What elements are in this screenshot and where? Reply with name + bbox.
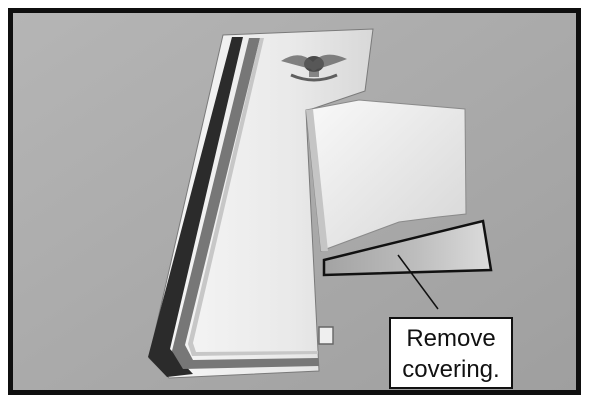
- callout-box: Remove covering.: [389, 317, 513, 389]
- callout-line-2: covering.: [391, 354, 511, 385]
- callout-line-1: Remove: [391, 323, 511, 354]
- hinge-tab: [319, 327, 333, 344]
- figure-frame: Remove covering.: [8, 8, 581, 395]
